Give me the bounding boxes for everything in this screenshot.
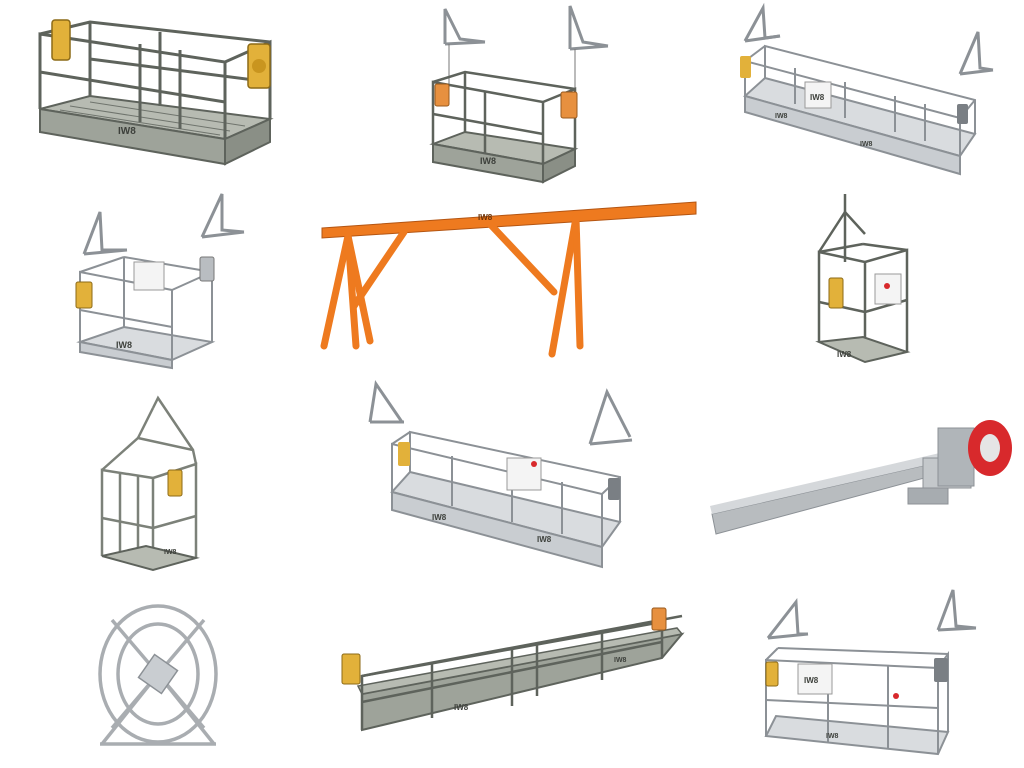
product-single-cradle: IW8 (815, 192, 915, 367)
brand-mark: IW8 (837, 350, 852, 359)
brand-mark: IW8 (537, 535, 552, 544)
product-cable-reel (92, 600, 224, 750)
brand-mark: IW8 (804, 676, 819, 685)
brand-mark: IW8 (775, 113, 788, 120)
brand-mark: IW8 (432, 513, 447, 522)
long-platform-icon: IW8 IW8 (341, 607, 685, 732)
cable-reel-icon (98, 604, 218, 746)
product-bottom-right-platform: IW8 IW8 (758, 588, 980, 758)
galvanized-platform-icon: IW8 (75, 193, 245, 370)
product-long-gondola: IW8 IW8 (322, 598, 685, 748)
brand-mark: IW8 (614, 657, 627, 664)
outrigger-wheel-icon (710, 420, 1012, 535)
platform-yellow-hoists-icon: IW8 (38, 19, 274, 166)
brand-mark: IW8 (478, 213, 493, 222)
product-single-cage: IW8 (98, 378, 203, 576)
galvanized-platform-icon: IW8 IW8 (764, 589, 977, 756)
brand-mark: IW8 (164, 549, 177, 556)
brand-mark: IW8 (810, 93, 825, 102)
brand-mark: IW8 (116, 340, 132, 350)
product-platform-grey-yellow-hoists: IW8 (30, 14, 280, 174)
product-long-platform-control-box: IW8 IW8 IW8 (735, 2, 995, 181)
product-platform-davits-orange: IW8 (425, 4, 615, 184)
brand-mark: IW8 (826, 733, 839, 740)
product-outrigger-wheel (708, 418, 1018, 538)
brand-mark: IW8 (480, 156, 496, 166)
galvanized-platform-icon: IW8 IW8 (368, 380, 633, 569)
brand-mark: IW8 (860, 141, 873, 148)
cradle-icon: IW8 (815, 194, 911, 364)
product-orange-trestle: IW8 (318, 196, 698, 358)
orange-trestle-icon: IW8 (320, 201, 697, 358)
platform-orange-hoists-icon: IW8 (429, 5, 609, 184)
cage-icon: IW8 (100, 395, 200, 572)
long-platform-icon: IW8 IW8 IW8 (740, 2, 994, 176)
product-galvanized-platform: IW8 (72, 192, 252, 370)
brand-mark: IW8 (454, 703, 469, 712)
product-center-galvanized-platform: IW8 IW8 (362, 380, 637, 572)
brand-mark: IW8 (118, 126, 136, 137)
